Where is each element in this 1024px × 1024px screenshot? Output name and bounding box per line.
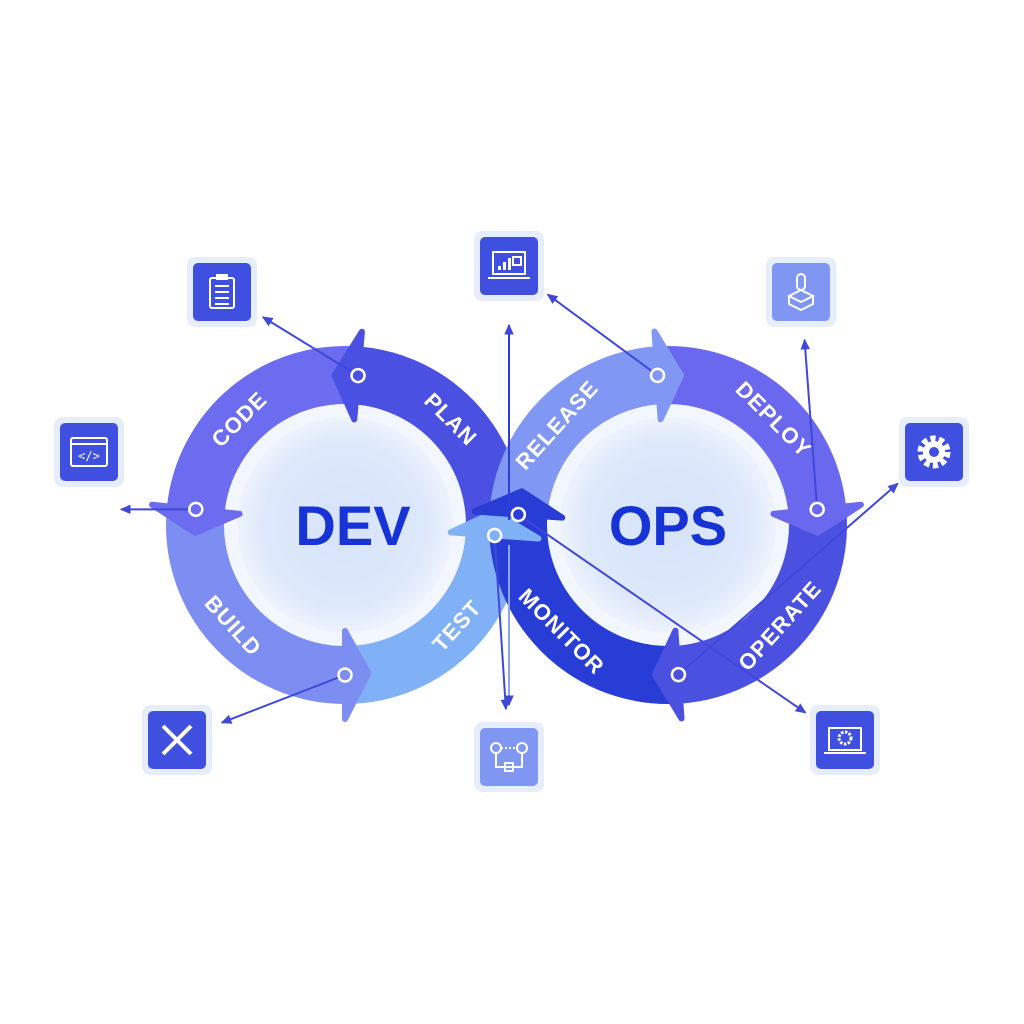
monitor-connector <box>517 513 807 714</box>
dev-title: DEV <box>295 494 410 557</box>
monitor-arc <box>489 512 681 704</box>
deploy-arc <box>655 346 847 514</box>
test-node <box>486 527 503 544</box>
build-arc <box>166 506 346 704</box>
test-connector <box>493 535 511 711</box>
build-connector <box>220 674 346 724</box>
operate-connector <box>677 482 899 676</box>
release-connector <box>546 293 659 377</box>
ops-center-glow <box>560 417 776 633</box>
rocket-box-icon[interactable] <box>766 257 836 327</box>
laptop-chart-icon[interactable] <box>474 231 544 301</box>
code-arc <box>166 346 361 514</box>
plan-node <box>350 367 366 384</box>
monitor-gear-icon[interactable] <box>810 705 880 775</box>
svg-text:</>: </> <box>78 449 100 463</box>
monitor-node <box>510 506 527 523</box>
deploy-node <box>809 501 825 518</box>
operate-node <box>670 666 687 683</box>
build-node <box>337 667 353 683</box>
release-arc <box>489 346 661 518</box>
plan-connector <box>261 316 359 377</box>
dev-center-glow <box>237 417 453 633</box>
clipboard-icon[interactable] <box>187 257 257 327</box>
test-flow-icon[interactable] <box>474 722 544 792</box>
operate-arc <box>675 506 847 704</box>
release-node <box>649 367 666 384</box>
code-window-icon[interactable]: </> <box>54 417 124 487</box>
ops-title: OPS <box>609 494 727 557</box>
test-arc <box>344 532 524 704</box>
code-node <box>188 501 204 518</box>
tools-icon[interactable] <box>142 705 212 775</box>
gear-icon[interactable] <box>899 417 969 487</box>
deploy-connector <box>800 338 819 510</box>
